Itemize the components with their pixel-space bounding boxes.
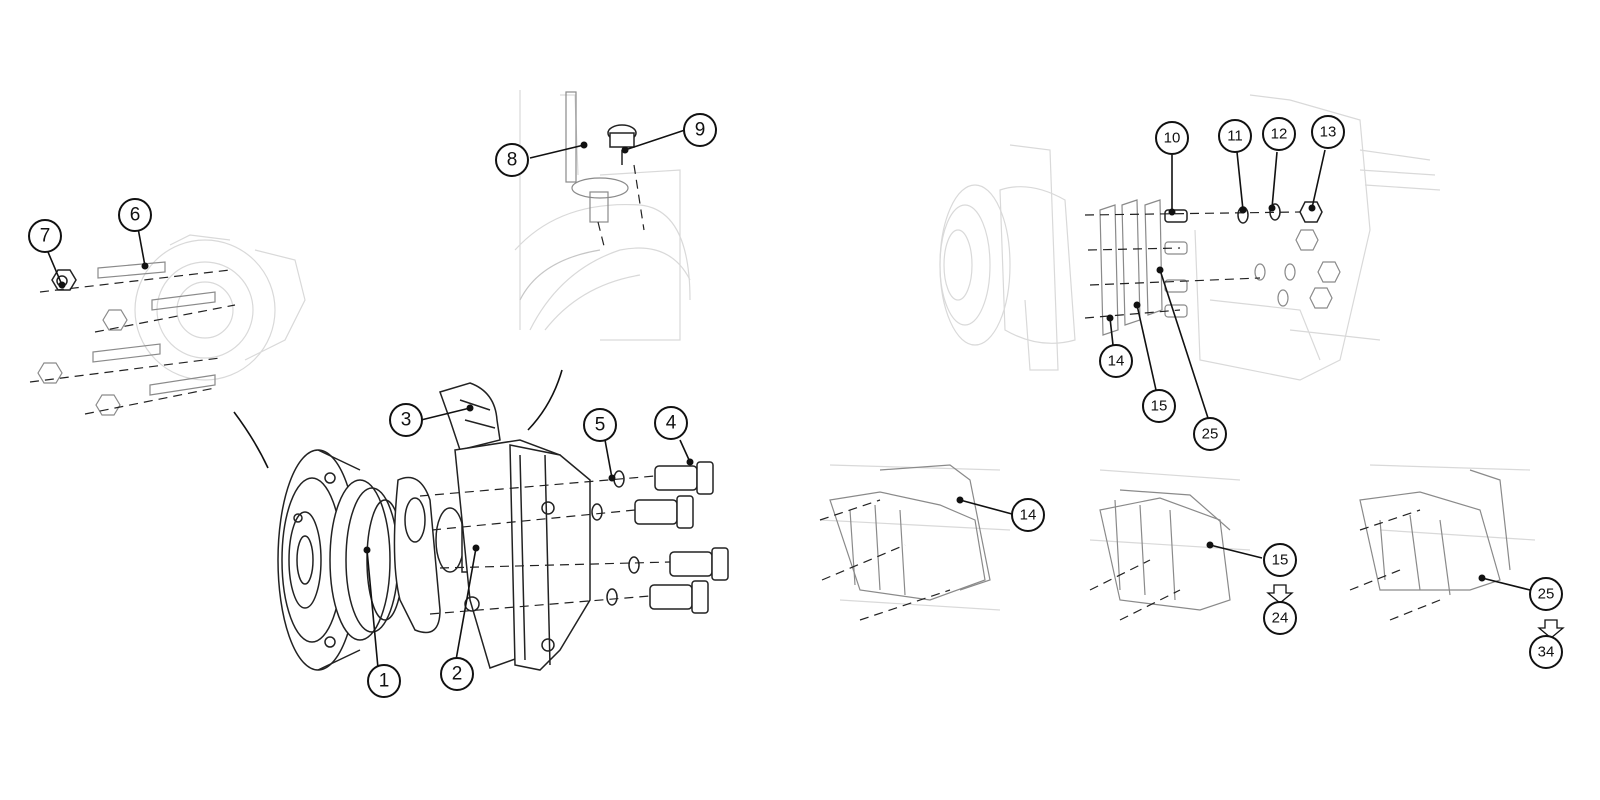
svg-text:3: 3 <box>401 410 412 431</box>
callout-5: 5 <box>583 408 617 442</box>
callout-1: 1 <box>367 664 401 698</box>
speed-sensor-part <box>565 91 629 223</box>
svg-text:9: 9 <box>695 120 706 141</box>
svg-text:1: 1 <box>379 671 390 692</box>
svg-text:2: 2 <box>452 664 463 685</box>
hub-stud-inset <box>29 234 306 416</box>
shim-detail-14 <box>819 464 1011 621</box>
callout-4: 4 <box>654 406 688 440</box>
hub-bearing-part <box>277 449 404 671</box>
callout-14-top: 14 <box>1099 344 1133 378</box>
callout-10: 10 <box>1155 121 1189 155</box>
svg-text:34: 34 <box>1538 644 1555 661</box>
guide-pin-part <box>1164 209 1188 318</box>
callout-7: 7 <box>28 219 62 253</box>
svg-text:25: 25 <box>1202 426 1219 443</box>
svg-text:24: 24 <box>1272 610 1289 627</box>
wheel-stud-part <box>92 261 216 396</box>
svg-text:4: 4 <box>666 413 677 434</box>
callout-2: 2 <box>440 657 474 691</box>
svg-text:6: 6 <box>130 205 141 226</box>
knuckle-bracket-part <box>439 382 591 671</box>
leader-lines <box>47 129 1531 669</box>
callout-8: 8 <box>495 143 529 177</box>
callout-6: 6 <box>118 198 152 232</box>
flange-bolt-part <box>634 461 729 614</box>
washer-part <box>591 470 640 606</box>
callout-12: 12 <box>1262 117 1296 151</box>
shim-detail-25 <box>1349 464 1565 639</box>
callout-25-detail: 25 <box>1529 577 1563 611</box>
callout-11: 11 <box>1218 119 1252 153</box>
caliper-shim-assembly <box>939 94 1441 381</box>
svg-text:14: 14 <box>1020 507 1037 524</box>
callout-24: 24 <box>1263 601 1297 635</box>
callout-25-top: 25 <box>1193 417 1227 451</box>
svg-text:15: 15 <box>1272 552 1289 569</box>
svg-text:14: 14 <box>1108 353 1125 370</box>
svg-text:25: 25 <box>1538 586 1555 603</box>
small-fastener-part <box>1237 201 1341 309</box>
svg-text:5: 5 <box>595 415 606 436</box>
callout-3: 3 <box>389 403 423 437</box>
svg-text:8: 8 <box>507 150 518 171</box>
callout-15-detail: 15 <box>1263 543 1297 577</box>
shim-detail-15 <box>1089 469 1294 621</box>
svg-text:10: 10 <box>1164 130 1181 147</box>
main-assembly <box>233 369 729 671</box>
callout-13: 13 <box>1311 115 1345 149</box>
sensor-inset <box>514 90 691 341</box>
callout-34: 34 <box>1529 635 1563 669</box>
svg-text:11: 11 <box>1227 128 1243 145</box>
callout-9: 9 <box>683 113 717 147</box>
callout-15-top: 15 <box>1142 389 1176 423</box>
svg-text:13: 13 <box>1320 124 1337 141</box>
sensor-bolt-part <box>607 124 637 165</box>
svg-text:7: 7 <box>40 226 51 247</box>
callout-14-detail: 14 <box>1011 498 1045 532</box>
svg-text:15: 15 <box>1151 398 1168 415</box>
svg-text:12: 12 <box>1271 126 1288 143</box>
lug-nut-part <box>37 269 128 416</box>
